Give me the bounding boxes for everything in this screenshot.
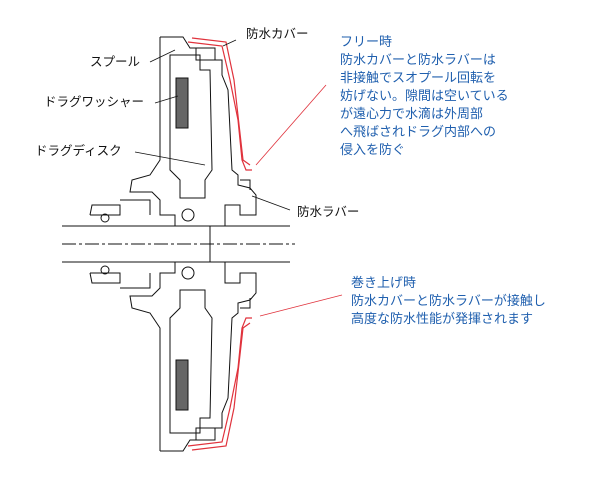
note-line: 非接触でスオプール回転を bbox=[340, 71, 497, 86]
note-line: 妨げない。隙間は空いている bbox=[340, 89, 509, 104]
label-waterproof-rubber: 防水ラバー bbox=[297, 204, 359, 219]
note-free-title: フリー時 bbox=[340, 35, 393, 50]
main-shaft bbox=[62, 225, 295, 263]
note-winding: 巻き上げ時 防水カバーと防水ラバーが接触し 高度な防水性能が発揮されます bbox=[351, 275, 546, 329]
note-line: 防水カバーと防水ラバーが接触し bbox=[351, 294, 546, 309]
label-waterproof-cover: 防水カバー bbox=[246, 26, 309, 41]
label-spool: スプール bbox=[90, 54, 140, 69]
note-free: フリー時 防水カバーと防水ラバーは 非接触でスオプール回転を 妨げない。隙間は空… bbox=[340, 34, 509, 160]
note-line: が遠心力で水滴は外周部 bbox=[340, 107, 484, 122]
label-drag-washer: ドラグワッシャー bbox=[44, 94, 144, 109]
leader-lines bbox=[134, 39, 291, 211]
upper-half bbox=[89, 36, 257, 226]
waterproof-cover bbox=[187, 37, 343, 451]
note-line: 侵入を防ぐ bbox=[340, 143, 406, 158]
note-winding-title: 巻き上げ時 bbox=[351, 276, 417, 291]
note-line: 防水カバーと防水ラバーは bbox=[340, 53, 496, 68]
note-line: 高度な防水性能が発揮されます bbox=[351, 312, 534, 327]
label-drag-disc: ドラグディスク bbox=[35, 143, 122, 158]
note-line: へ飛ばされドラグ内部への bbox=[340, 125, 497, 140]
